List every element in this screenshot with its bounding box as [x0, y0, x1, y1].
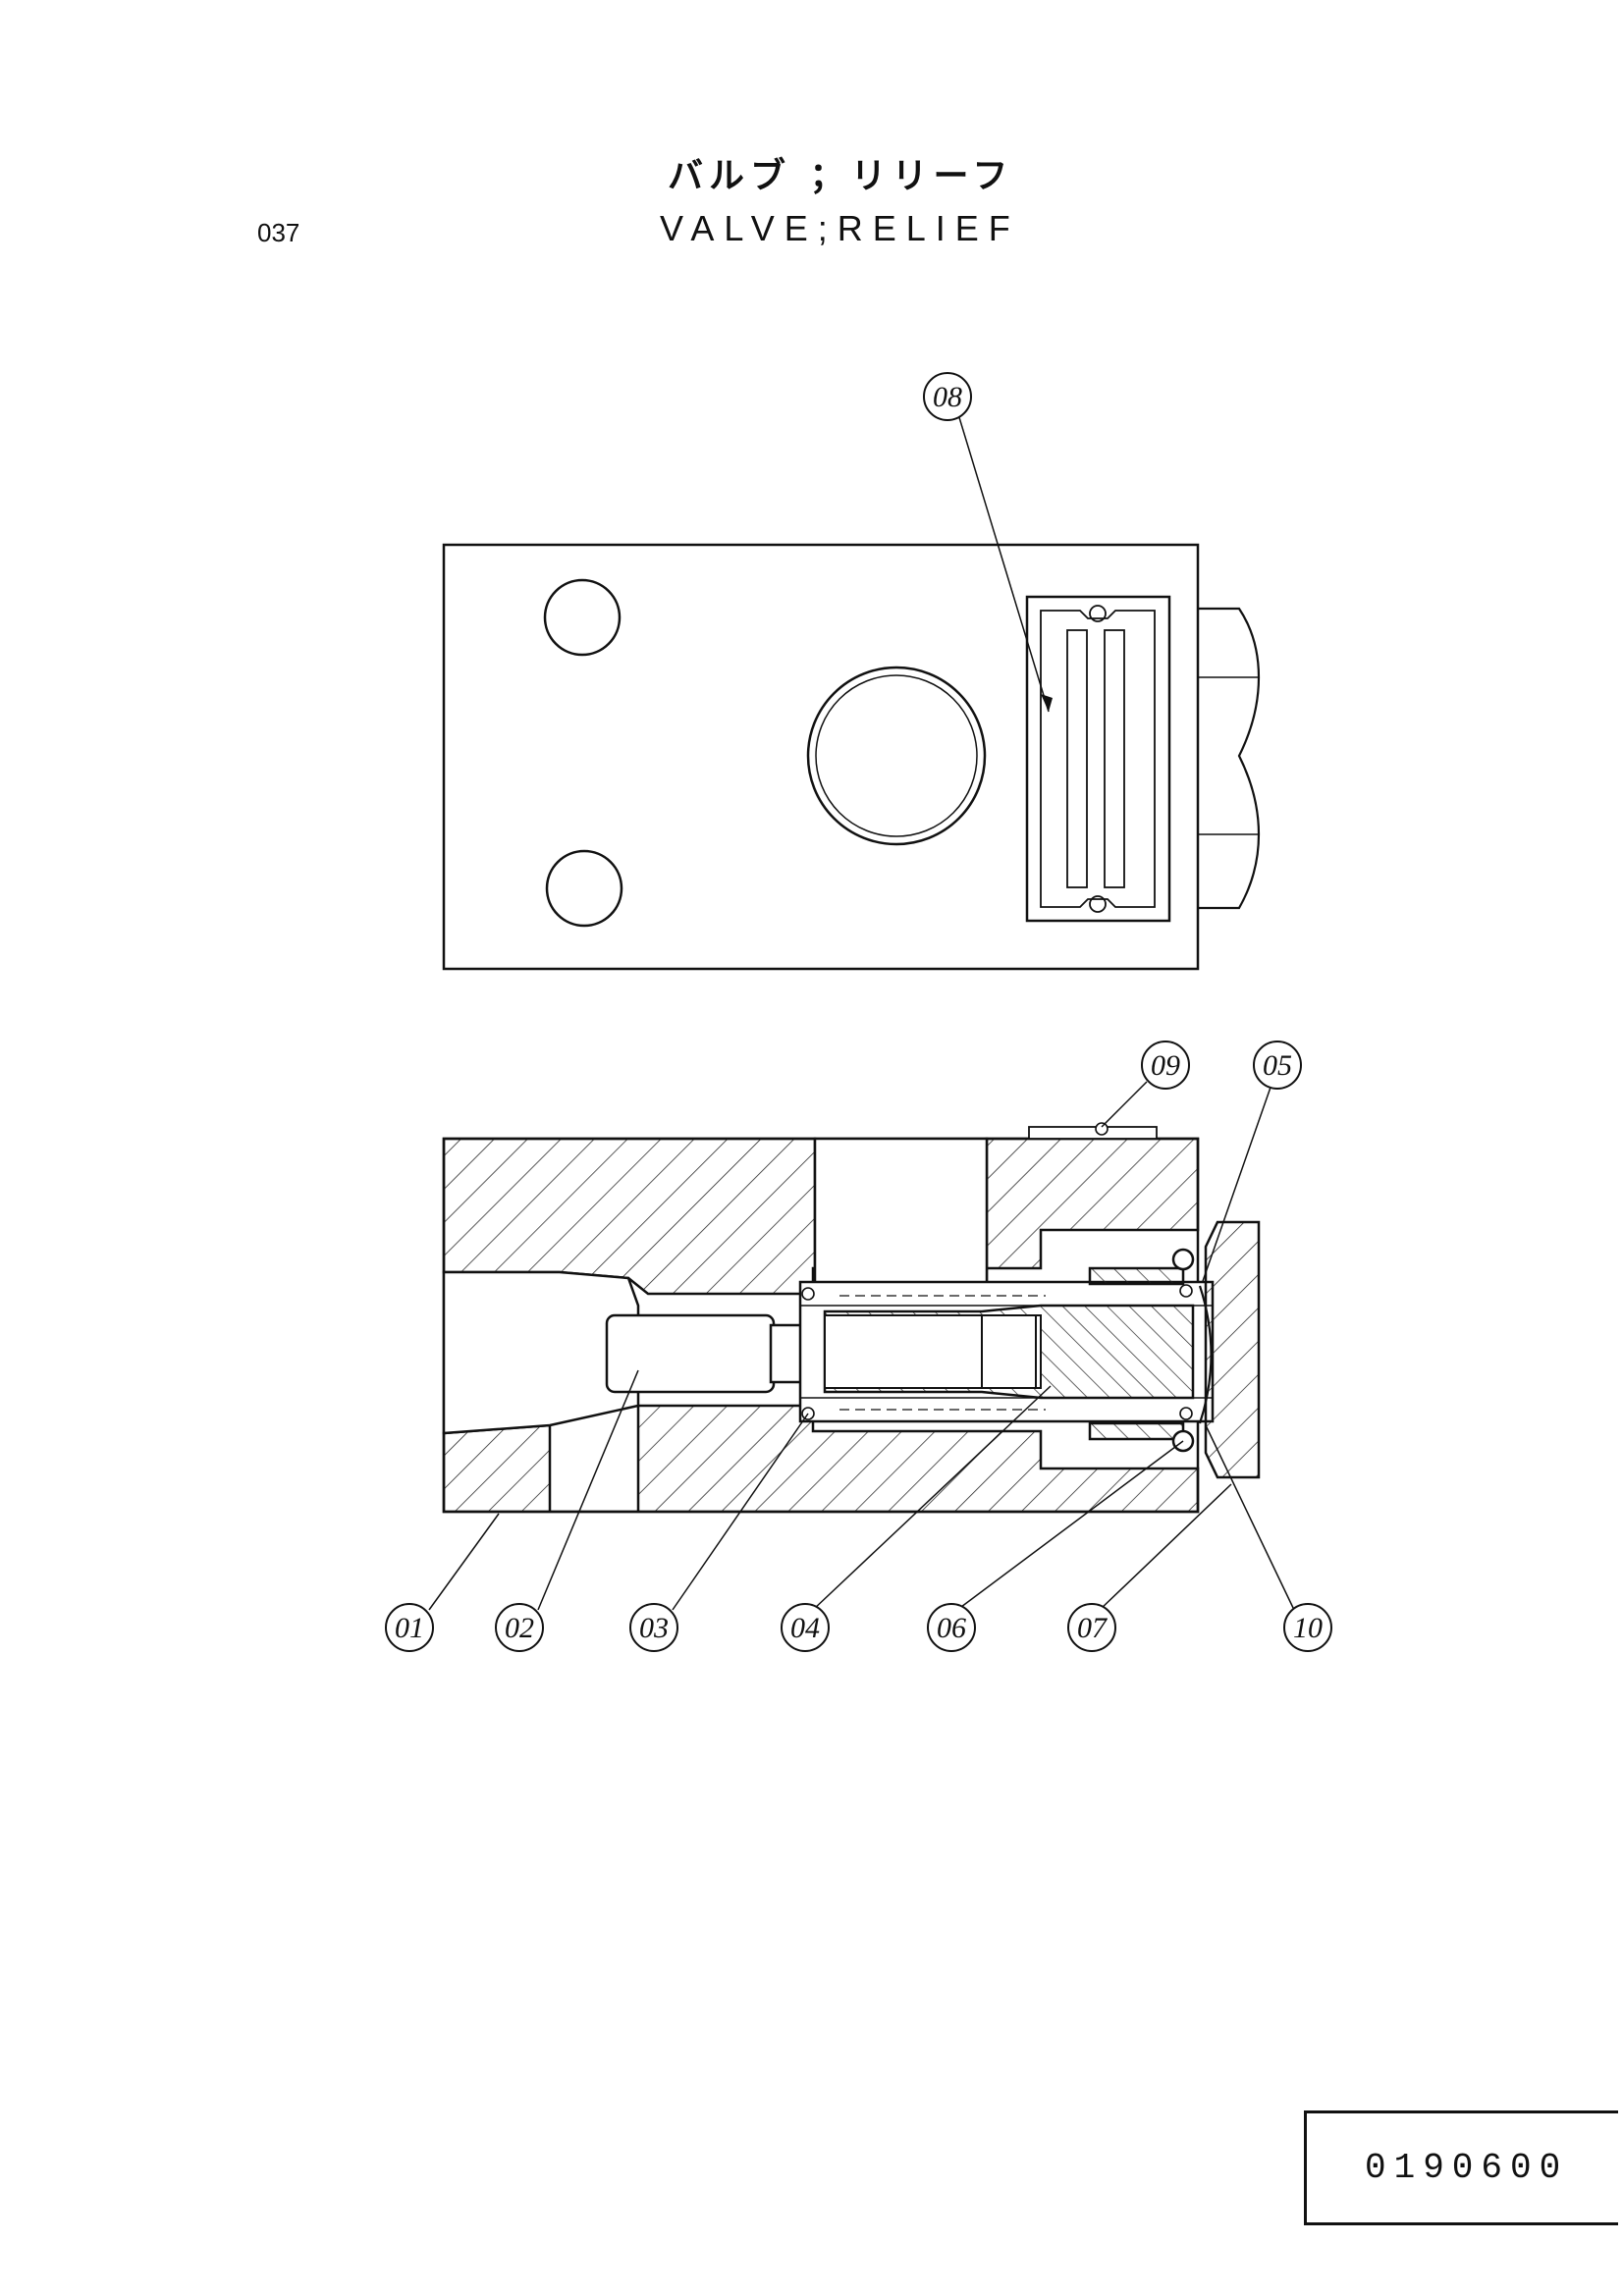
section-view — [442, 1122, 1261, 1514]
callout-02: 02 — [505, 1612, 534, 1644]
leader-06 — [956, 1440, 1184, 1611]
leader-04 — [812, 1385, 1052, 1611]
leader-01 — [428, 1513, 500, 1611]
port-bore — [813, 1137, 989, 1288]
mounting-hole-lower — [545, 849, 623, 928]
name-plate — [1025, 595, 1171, 923]
drawing-code-box — [1304, 2110, 1618, 2225]
port-outer — [806, 666, 987, 846]
callout-01: 01 — [395, 1612, 424, 1644]
hex-nut-outline — [1198, 607, 1261, 910]
callout-03-circle — [629, 1603, 678, 1652]
callout-07-circle — [1067, 1603, 1116, 1652]
callout-03: 03 — [639, 1612, 669, 1644]
callout-07: 07 — [1077, 1612, 1109, 1644]
callout-04-circle — [781, 1603, 830, 1652]
callout-04: 04 — [790, 1612, 820, 1644]
leader-lines — [428, 1081, 1295, 1611]
leader-03 — [672, 1413, 809, 1611]
page-number: 037 — [257, 218, 300, 247]
o-ring-upper — [1171, 1248, 1195, 1271]
callout-bubbles — [385, 372, 1332, 1652]
callout-06-circle — [927, 1603, 976, 1652]
backup-ring-upper — [1088, 1266, 1185, 1286]
callout-10: 10 — [1293, 1612, 1323, 1644]
callout-09-circle — [1141, 1041, 1190, 1090]
retaining-ring — [1198, 1285, 1213, 1424]
leader-05 — [1202, 1081, 1273, 1282]
poppet — [605, 1313, 776, 1394]
callout-02-circle — [495, 1603, 544, 1652]
callout-06: 06 — [937, 1612, 966, 1644]
callout-08: 08 — [933, 381, 962, 413]
backup-ring-lower — [1088, 1421, 1185, 1441]
mounting-hole-upper — [543, 578, 622, 657]
name-plate-inner — [1040, 610, 1156, 908]
name-plate-edge — [1028, 1126, 1158, 1140]
callout-05-circle — [1253, 1041, 1302, 1090]
leader-09 — [1101, 1081, 1148, 1128]
title-english: VALVE;RELIEF — [660, 208, 1020, 248]
callout-08-circle — [923, 372, 972, 421]
callout-labels: 08 09 05 01 02 03 04 06 07 10 — [395, 381, 1323, 1644]
leader-07 — [1099, 1483, 1232, 1611]
drawing-code: 0190600 — [1365, 2148, 1569, 2188]
leader-08 — [957, 413, 1050, 713]
callout-10-circle — [1283, 1603, 1332, 1652]
top-view-body — [442, 543, 1200, 971]
port-inner — [815, 674, 978, 837]
callout-05: 05 — [1263, 1049, 1292, 1082]
top-view — [442, 413, 1261, 971]
callout-01-circle — [385, 1603, 434, 1652]
title-japanese: バルブ ；リリーフ — [668, 156, 1014, 196]
callout-09: 09 — [1151, 1049, 1180, 1082]
leader-02 — [537, 1369, 639, 1611]
plug — [1204, 1220, 1261, 1479]
leader-10 — [1205, 1424, 1295, 1611]
